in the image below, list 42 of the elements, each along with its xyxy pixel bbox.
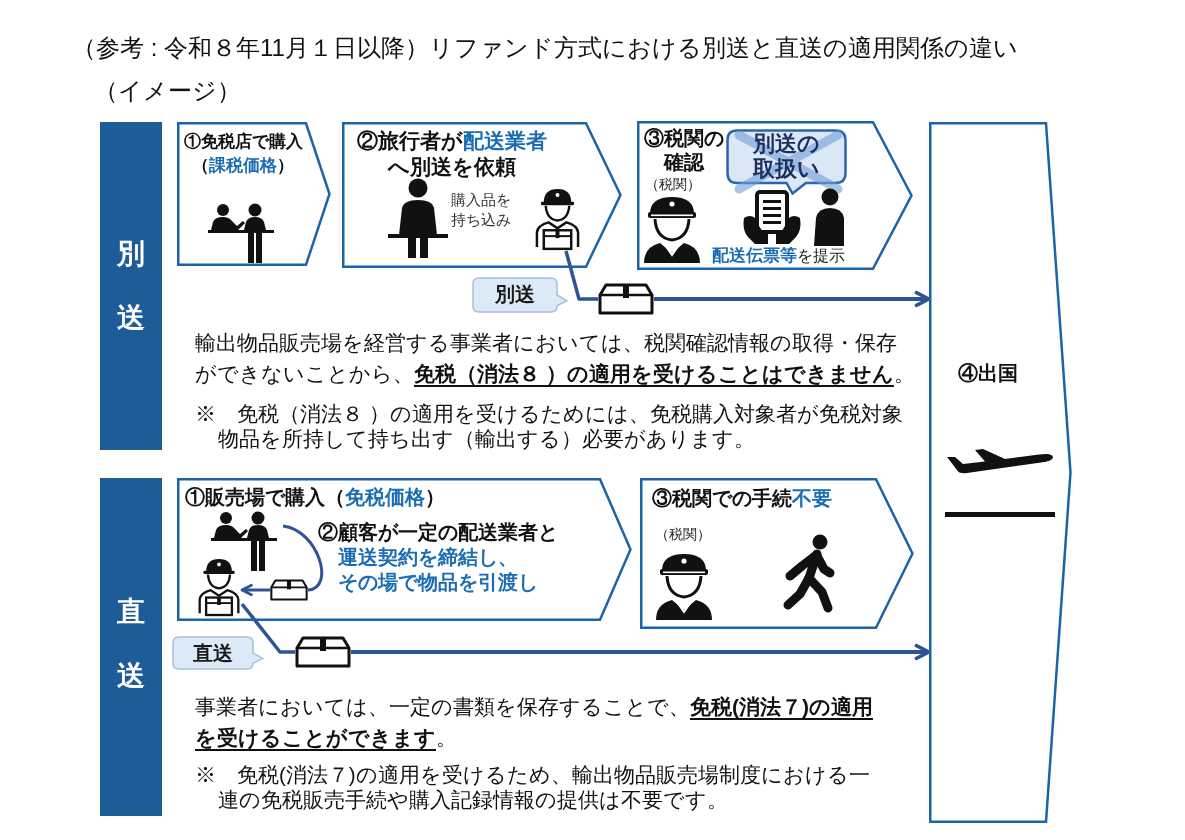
step-arrow-box xyxy=(342,122,622,268)
bubble-text: 別送 xyxy=(493,282,536,307)
delivery-person-icon xyxy=(196,556,242,617)
crossed-out-speech-bubble xyxy=(726,129,847,195)
step-title: ③税関の確認 xyxy=(643,126,725,174)
step-arrow-box xyxy=(640,478,914,629)
step-arrow-box xyxy=(177,122,331,266)
package-icon xyxy=(270,579,308,601)
step-title: ④出国 xyxy=(956,361,1019,386)
bubble-text: 直送 xyxy=(191,641,234,666)
note-text: ※ 免税(消法７)の適用を受けるため、輸出物品販売場制度における一連の免税販売手続や購入記録情報の提供は不要です。 xyxy=(195,762,871,812)
body-text: 輸出物品販売場を経営する事業者においては、税関確認情報の取得・保存ができないことから、免税（消法８ ）の適用を受けることはできません。 xyxy=(195,330,915,387)
step-title: ②旅行者が配送業者へ別送を依頼 xyxy=(356,128,548,180)
package-icon xyxy=(598,283,654,315)
step-note: 配送伝票等を提示 xyxy=(712,246,845,266)
role-caption: （税関） xyxy=(655,525,711,543)
band-label: 別送 xyxy=(117,237,145,335)
arrow xyxy=(240,583,270,597)
arrow xyxy=(654,290,931,308)
connector-line xyxy=(564,250,598,301)
body-text: 事業者においては、一定の書類を保存することで、免税(消法７)の適用を受けることができます。 xyxy=(195,694,874,751)
connector-line xyxy=(240,602,295,654)
annotation: 購入品を持ち込み xyxy=(451,190,512,230)
band-label: 直送 xyxy=(117,595,145,693)
role-caption: （税関） xyxy=(645,175,701,193)
step-arrow-box xyxy=(177,478,632,621)
speech-bubble xyxy=(472,277,568,313)
title: （参考 : 令和８年11月１日以降）リファンド方式における別送と直送の適用関係の違い（イメージ） xyxy=(72,33,1019,106)
note-text: ※ 免税（消法８ ）の適用を受けるためには、免税購入対象者が免税対象物品を所持して持ち出す（輸出する）必要があります。 xyxy=(195,401,904,451)
step-arrow-box xyxy=(929,122,1072,823)
step-title: ①免税店で購入（課税価格） xyxy=(182,131,304,177)
step-arrow-box xyxy=(637,121,913,270)
category-band xyxy=(100,478,162,816)
delivery-person-icon xyxy=(533,186,582,251)
speech-bubble xyxy=(172,636,264,670)
package-icon xyxy=(295,636,351,668)
step-title: ③税関での手続不要 xyxy=(652,486,832,511)
step-description: ②顧客が一定の配送業者と運送契約を締結し、その場で物品を引渡し xyxy=(318,520,559,595)
arrow xyxy=(351,643,931,661)
bubble-text: 別送の取扱い xyxy=(751,131,821,181)
category-band xyxy=(100,122,162,450)
step-title: ①販売場で購入（免税価格） xyxy=(185,485,445,510)
